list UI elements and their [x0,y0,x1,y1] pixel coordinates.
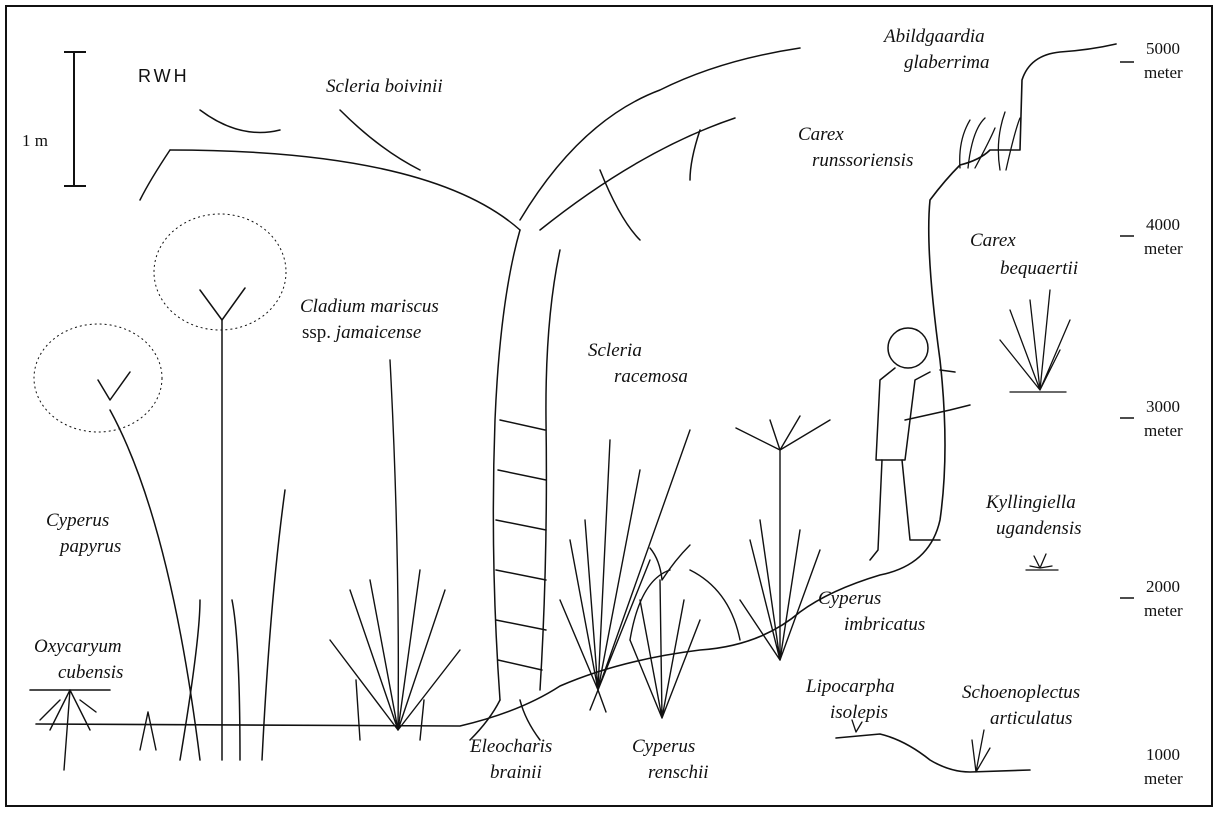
altitude-1000: 1000 [1146,745,1180,764]
ground-terrain [30,44,1116,772]
person-figure [870,328,970,560]
altitude-1000-unit: meter [1144,769,1183,788]
altitude-4000: 4000 [1146,215,1180,234]
label-scleria-racemosa-species: racemosa [614,366,688,387]
label-cyperus-renschii-species: renschii [648,762,709,783]
label-oxycaryum-species: cubensis [58,662,123,683]
label-eleocharis-genus: Eleocharis [469,736,552,757]
label-cladium-ssp-name: jamaicense [333,322,421,343]
altitude-ticks [1120,62,1134,598]
altitude-2000: 2000 [1146,577,1180,596]
label-carex-runssoriensis-species: runssoriensis [812,150,913,171]
cyperus-renschii-drawing [630,545,740,718]
altitude-3000: 3000 [1146,397,1180,416]
label-cyperus-papyrus-genus: Cyperus [46,510,109,531]
altitude-5000-unit: meter [1144,63,1183,82]
label-scleria-racemosa-genus: Scleria [588,340,642,361]
schoenoplectus-drawing [972,730,990,772]
label-lipocarpha-genus: Lipocarpha [805,676,895,697]
scale-bar [64,52,86,186]
label-cyperus-renschii-genus: Cyperus [632,736,695,757]
altitude-3000-unit: meter [1144,421,1183,440]
cyperus-imbricatus-drawing [736,416,830,660]
label-cladium-ssp: ssp. [302,322,331,343]
label-cyperus-imbricatus-genus: Cyperus [818,588,881,609]
label-lipocarpha-species: isolepis [830,702,888,723]
label-oxycaryum-genus: Oxycaryum [34,636,122,657]
label-carex-bequaertii-species: bequaertii [1000,258,1078,279]
oxycaryum-drawing [40,690,156,770]
carex-bequaertii-drawing [1000,290,1070,392]
label-schoenoplectus-species: articulatus [990,708,1072,729]
label-kyllingiella-species: ugandensis [996,518,1082,539]
altitude-5000: 5000 [1146,39,1180,58]
label-eleocharis-species: brainii [490,762,542,783]
altitude-4000-unit: meter [1144,239,1183,258]
altitude-2000-unit: meter [1144,601,1183,620]
label-cyperus-imbricatus-species: imbricatus [844,614,925,635]
cladium-drawing [330,360,460,740]
label-cladium-genus: Cladium mariscus [300,296,439,317]
label-schoenoplectus-genus: Schoenoplectus [962,682,1080,703]
label-cyperus-papyrus-species: papyrus [58,536,121,557]
label-abildgaardia-species: glaberrima [904,52,990,73]
label-cladium-subspecies: ssp. jamaicense [302,322,421,343]
scale-bar-label: 1 m [22,131,48,150]
artist-signature: RWH [138,66,190,86]
label-abildgaardia-genus: Abildgaardia [882,26,985,47]
label-kyllingiella-genus: Kyllingiella [985,492,1076,513]
label-carex-bequaertii-genus: Carex [970,230,1016,251]
kyllingiella-drawing [1026,554,1058,570]
label-scleria-boivinii: Scleria boivinii [326,76,443,97]
label-cladium-genus-text: Cladium mariscus [300,296,439,317]
carex-runssoriensis-drawing [960,112,1020,170]
scleria-boivinii-drawing [140,48,800,740]
label-carex-runssoriensis-genus: Carex [798,124,844,145]
